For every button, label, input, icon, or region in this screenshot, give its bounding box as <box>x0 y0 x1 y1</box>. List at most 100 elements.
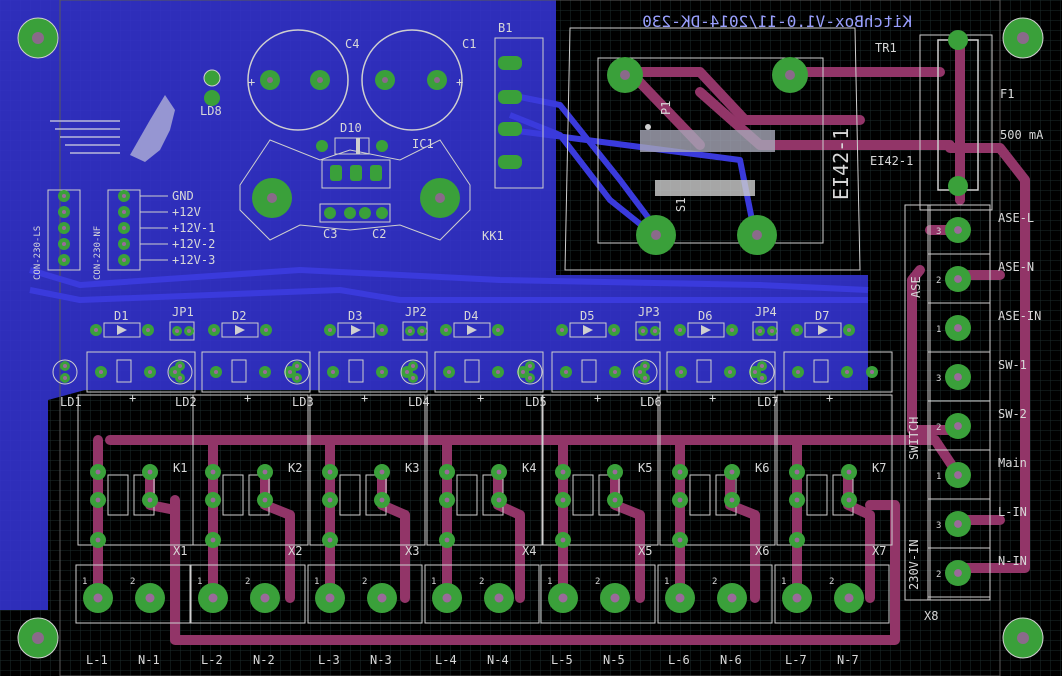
terminal-label: X6 <box>755 544 769 558</box>
board-outline <box>59 0 1001 676</box>
relay-pad <box>374 464 390 480</box>
relay-pad <box>90 492 106 508</box>
relay-coil-pad <box>210 366 222 378</box>
led-pad <box>525 361 535 371</box>
relay-pad <box>322 492 338 508</box>
diode-pad <box>674 324 686 336</box>
diode-pad <box>324 324 336 336</box>
diode-pad <box>843 324 855 336</box>
plus-sign: + <box>129 391 136 405</box>
relay-label: K3 <box>405 461 419 475</box>
relay-pad <box>555 492 571 508</box>
jumper-pad <box>172 326 182 336</box>
diode-d3: D3 <box>324 309 388 338</box>
diode-label: D6 <box>698 309 712 323</box>
plus-sign: + <box>244 391 251 405</box>
relay-pad <box>322 532 338 548</box>
relay-coil-pad <box>866 366 878 378</box>
x8-pin-number: 2 <box>936 423 941 433</box>
terminal-label: X7 <box>872 544 886 558</box>
relay-pad <box>724 464 740 480</box>
x8-pin <box>945 462 971 488</box>
relay-coil-pad <box>327 366 339 378</box>
led-label: LD7 <box>757 395 779 409</box>
con-nf-pin <box>118 254 130 266</box>
x8-pin-number: 3 <box>936 374 941 384</box>
capacitors-c3-c2: C3 C2 <box>319 203 391 241</box>
diode-d1: D1 <box>90 309 154 338</box>
x8-pin-number: 3 <box>936 521 941 531</box>
output-pad <box>782 583 812 613</box>
output-pad <box>135 583 165 613</box>
diode-pad <box>90 324 102 336</box>
terminal-pin-number: 2 <box>595 577 600 587</box>
jumper-jp4: JP4 <box>752 305 778 341</box>
relay-coil-pad <box>95 366 107 378</box>
output-pad <box>250 583 280 613</box>
jumper-jp2: JP2 <box>402 305 428 341</box>
mounting-holes <box>17 17 1044 659</box>
x8-pin <box>945 266 971 292</box>
led-label: LD4 <box>408 395 430 409</box>
relay-coil-pad <box>724 366 736 378</box>
relay-label: K2 <box>288 461 302 475</box>
transformer-ei42: P1 S1 EI42-1 <box>564 27 861 271</box>
diode-pad <box>492 324 504 336</box>
relay-coil-pad <box>560 366 572 378</box>
x8-pin <box>945 217 971 243</box>
jumper-label: JP3 <box>638 305 660 319</box>
x8-pin-number: 2 <box>936 570 941 580</box>
jumper-pad <box>755 326 765 336</box>
jumper-pad <box>405 326 415 336</box>
diode-pad <box>556 324 568 336</box>
ground-plane-top <box>0 0 868 610</box>
terminal-pin-number: 1 <box>664 577 669 587</box>
diode-pad <box>208 324 220 336</box>
s1-label: S1 <box>674 198 688 212</box>
relay-pad <box>789 464 805 480</box>
output-pad <box>83 583 113 613</box>
output-n-label: N-4 <box>487 653 509 667</box>
relay-pad <box>205 492 221 508</box>
x8-pin <box>945 315 971 341</box>
relay-pad <box>607 464 623 480</box>
diode-label: D3 <box>348 309 362 323</box>
terminal-pin-number: 2 <box>245 577 250 587</box>
x8-pin-label: SW-1 <box>998 358 1027 372</box>
led-ld2: LD2+ <box>167 351 311 409</box>
jumper-pad <box>417 326 427 336</box>
con-ls-pin <box>58 222 70 234</box>
diode-pad <box>726 324 738 336</box>
diode-pad <box>376 324 388 336</box>
con-nf-label: CON-230-NF <box>93 226 103 280</box>
relay-pad <box>607 492 623 508</box>
relay-coil-pad <box>841 366 853 378</box>
relay-pad <box>439 464 455 480</box>
svg-text:+: + <box>456 75 463 89</box>
relay-pad <box>142 464 158 480</box>
relay-pad <box>205 464 221 480</box>
diode-label: D7 <box>815 309 829 323</box>
svg-text:+: + <box>248 75 255 89</box>
led-pad <box>525 373 535 383</box>
ei42-small-label: EI42-1 <box>870 154 913 168</box>
jumper-pad <box>638 326 648 336</box>
con-ls-pin <box>58 190 70 202</box>
relay-coil-pad <box>259 366 271 378</box>
relay-pad <box>555 464 571 480</box>
relay-pad <box>257 464 273 480</box>
output-pad <box>717 583 747 613</box>
jumper-pad <box>184 326 194 336</box>
terminal-label: X4 <box>522 544 536 558</box>
ld8-label: LD8 <box>200 104 222 118</box>
led-pad <box>292 361 302 371</box>
capacitor-c4: C4 + <box>247 29 359 131</box>
x8-pin <box>945 364 971 390</box>
